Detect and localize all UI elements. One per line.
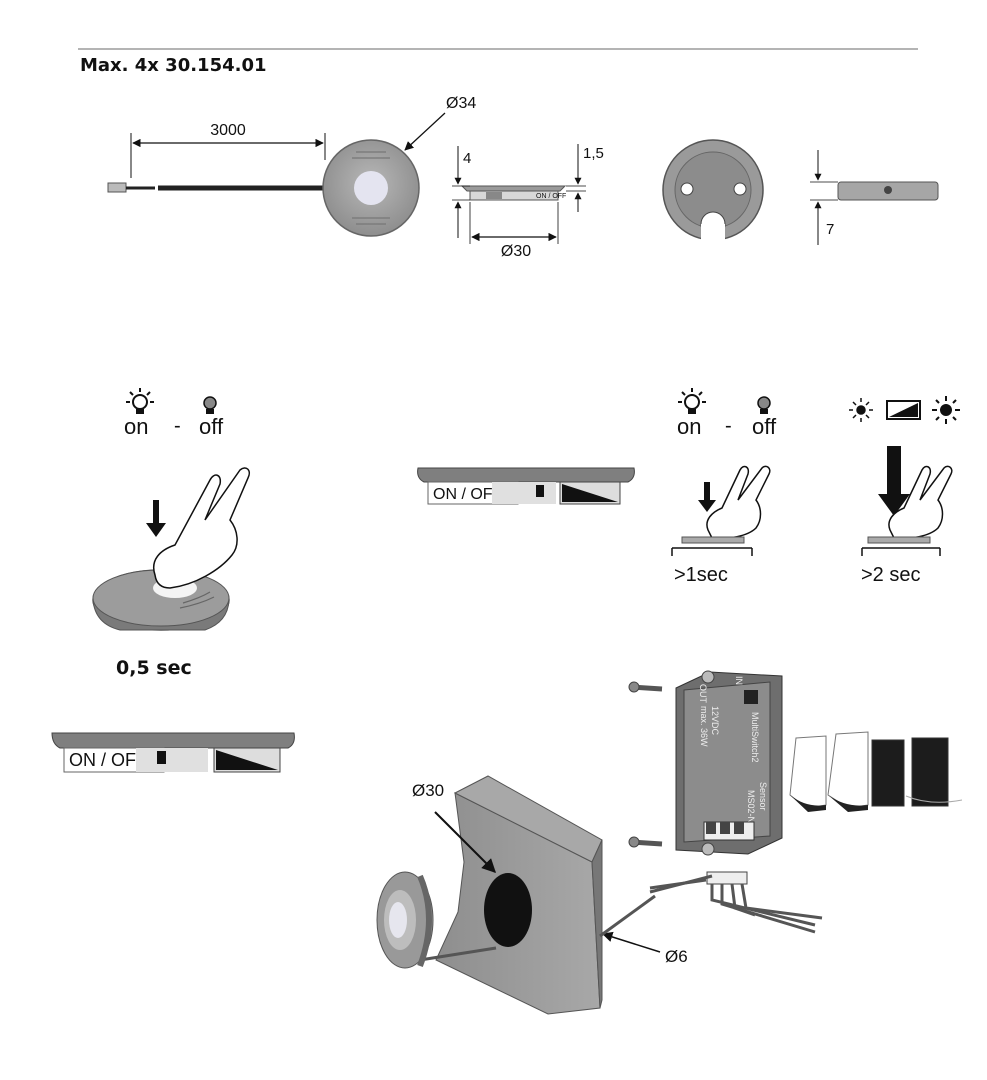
hole-diameter-label: Ø30 bbox=[412, 781, 444, 800]
hold-1sec-illustration: >1sec bbox=[671, 465, 771, 586]
svg-text:>1sec: >1sec bbox=[674, 564, 728, 586]
press-illustration: 0,5 sec bbox=[92, 467, 251, 679]
svg-text:-: - bbox=[174, 415, 181, 437]
finger-icon bbox=[888, 465, 953, 540]
svg-text:Sensor: Sensor bbox=[758, 782, 768, 811]
svg-text:1,5: 1,5 bbox=[583, 145, 604, 162]
svg-text:ON / OFF: ON / OFF bbox=[536, 193, 566, 200]
disc-front-view: Ø34 bbox=[322, 95, 476, 237]
svg-text:on: on bbox=[124, 414, 148, 439]
lightbulb-on-icon bbox=[678, 388, 706, 414]
svg-text:4: 4 bbox=[463, 150, 471, 167]
svg-text:IN: IN bbox=[734, 676, 744, 685]
page-title: Max. 4x 30.154.01 bbox=[80, 55, 267, 76]
press-time-label: 0,5 sec bbox=[116, 657, 192, 679]
controller-device: MultiSwitch2 12VDC max. 36W OUT IN MS02-… bbox=[628, 670, 783, 856]
switch-side-view-middle: ON / OFF bbox=[417, 467, 635, 505]
disc-side-view: ON / OFF 4 1,5 Ø30 bbox=[452, 144, 604, 260]
svg-text:7: 7 bbox=[826, 221, 834, 238]
svg-text:max. 36W: max. 36W bbox=[699, 706, 709, 747]
down-arrow-icon bbox=[878, 446, 910, 516]
dim-ramp-icon bbox=[886, 400, 921, 420]
mounting-panel: Ø30 Ø6 bbox=[412, 775, 688, 1015]
svg-text:MS02-NV12: MS02-NV12 bbox=[746, 790, 756, 839]
dim-sun-small-icon bbox=[849, 398, 873, 422]
svg-text:MultiSwitch2: MultiSwitch2 bbox=[750, 712, 760, 763]
lightbulb-off-icon bbox=[757, 396, 771, 414]
svg-text:off: off bbox=[199, 414, 224, 439]
svg-text:-: - bbox=[725, 415, 732, 437]
on-off-icon-left: on - off bbox=[124, 388, 224, 439]
screw-head-icon bbox=[701, 670, 715, 684]
cable-length-label: 3000 bbox=[210, 122, 246, 139]
lightbulb-on-icon bbox=[126, 388, 154, 414]
svg-text:Ø30: Ø30 bbox=[501, 243, 531, 260]
on-off-icon-right: on - off bbox=[677, 388, 777, 439]
screw-icon bbox=[628, 681, 663, 693]
svg-text:on: on bbox=[677, 414, 701, 439]
svg-text:12VDC: 12VDC bbox=[710, 706, 720, 736]
svg-text:off: off bbox=[752, 414, 777, 439]
down-arrow-icon bbox=[698, 482, 716, 512]
dim-sun-large-icon bbox=[932, 396, 960, 424]
switch-side-view-left: ON / OFF bbox=[51, 732, 295, 773]
disc-installed-view bbox=[376, 871, 434, 969]
svg-text:ON / OFF: ON / OFF bbox=[69, 750, 147, 770]
outer-diameter-label: Ø34 bbox=[446, 95, 476, 112]
mounting-pads bbox=[789, 731, 963, 812]
svg-text:>2 sec: >2 sec bbox=[861, 564, 920, 586]
disc-back-side-view: 7 bbox=[810, 150, 939, 245]
svg-text:ON / OFF: ON / OFF bbox=[433, 486, 503, 503]
cutout-hole bbox=[484, 873, 532, 947]
down-arrow-icon bbox=[146, 500, 166, 537]
header-rule bbox=[78, 48, 918, 50]
connector-plug bbox=[107, 182, 127, 193]
cable-diameter-label: Ø6 bbox=[665, 947, 688, 966]
wiring bbox=[649, 871, 823, 934]
screw-head-icon bbox=[701, 842, 715, 856]
screw-icon bbox=[628, 836, 663, 848]
hold-2sec-illustration: >2 sec bbox=[861, 446, 953, 586]
cable-assembly: 3000 bbox=[107, 122, 330, 193]
lightbulb-off-icon bbox=[203, 396, 217, 414]
disc-back-view bbox=[662, 139, 764, 242]
dimming-icon bbox=[849, 396, 960, 424]
svg-text:OUT: OUT bbox=[698, 684, 708, 704]
finger-icon bbox=[153, 467, 251, 589]
finger-icon bbox=[706, 465, 771, 540]
